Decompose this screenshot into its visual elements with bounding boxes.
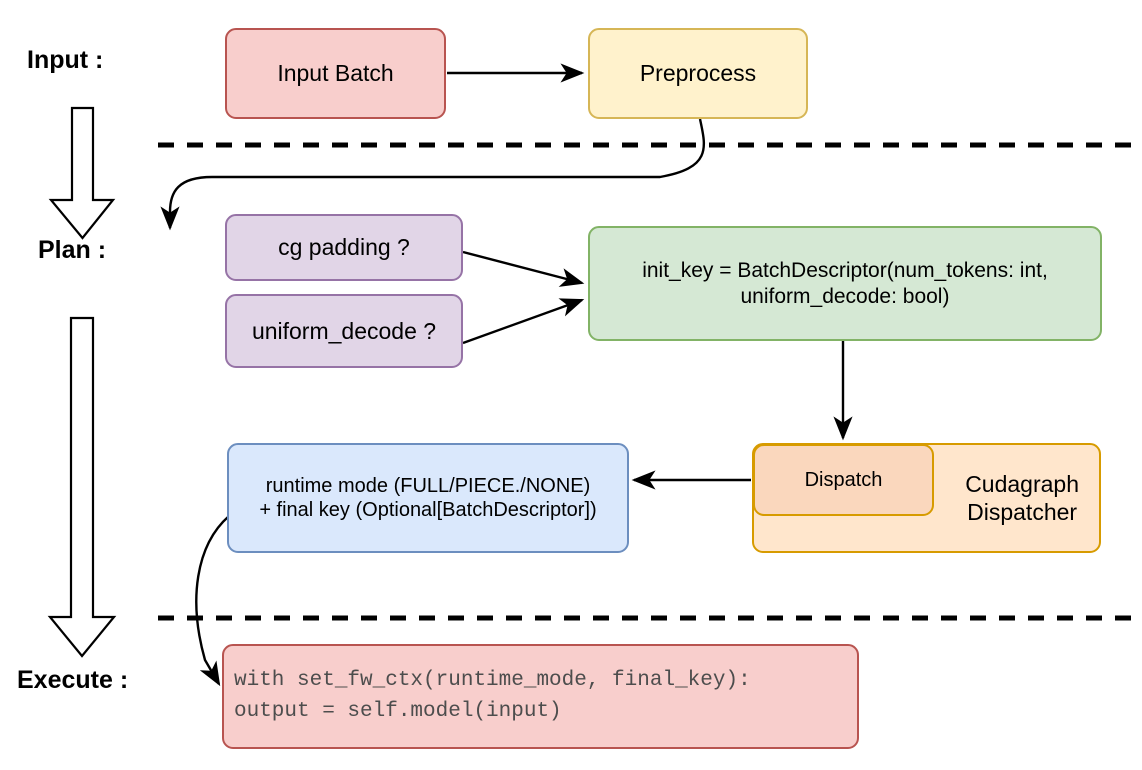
edge-uniform-decode-to-init-key [462,298,585,345]
stage-label-execute: Execute : [17,666,129,694]
edge-cg-padding-to-init-key [462,250,585,287]
stage-label-input: Input : [27,46,104,74]
node-uniform-decode[interactable]: uniform_decode ? [225,294,463,368]
node-input-batch[interactable]: Input Batch [225,28,446,119]
node-dispatch[interactable]: Dispatch [753,444,934,516]
edge-preprocess-to-cg-padding [160,118,705,231]
node-init-key[interactable]: init_key = BatchDescriptor(num_tokens: i… [588,226,1102,341]
node-execute-code[interactable]: with set_fw_ctx(runtime_mode, final_key)… [222,644,859,749]
block-arrow-input-to-plan [48,106,116,240]
node-runtime-mode[interactable]: runtime mode (FULL/PIECE./NONE) + final … [227,443,629,553]
node-preprocess[interactable]: Preprocess [588,28,808,119]
node-cg-padding[interactable]: cg padding ? [225,214,463,281]
block-arrow-plan-to-execute [47,316,117,658]
stage-label-plan: Plan : [38,236,107,264]
